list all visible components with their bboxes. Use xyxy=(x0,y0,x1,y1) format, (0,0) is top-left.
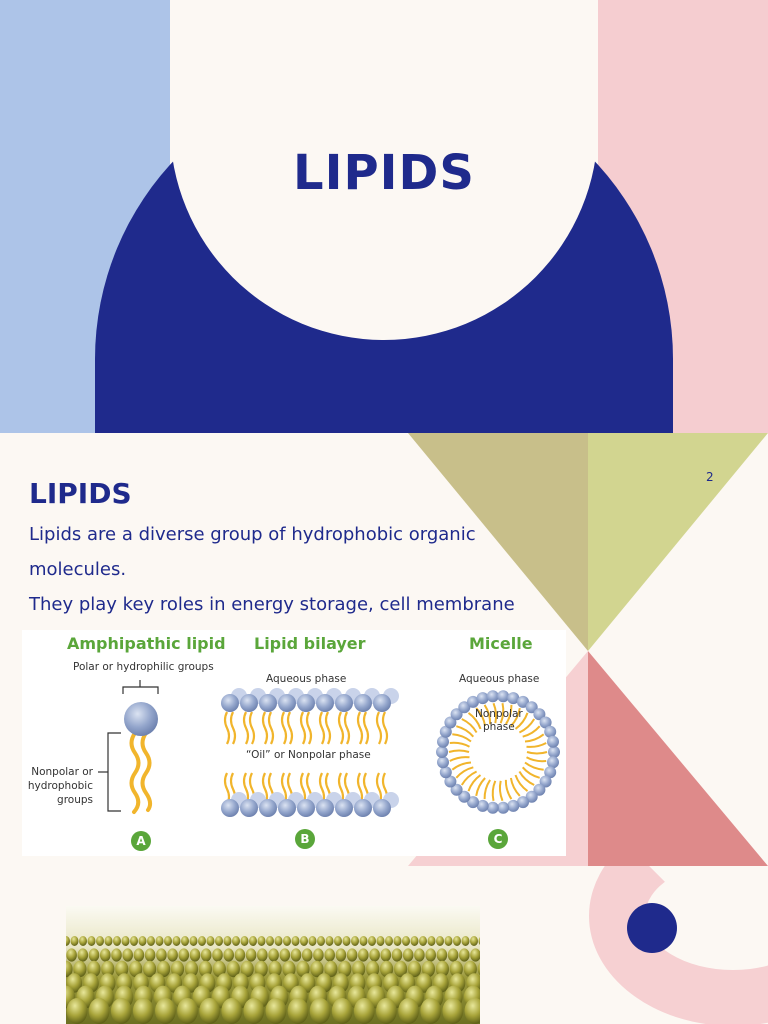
nonpolar-groups-label-line-2: hydrophobic xyxy=(27,780,93,792)
red-triangle-shape xyxy=(588,651,768,866)
navy-dot-shape xyxy=(627,903,677,953)
slide-2[interactable]: 2 LIPIDS Lipids are a diverse group of h… xyxy=(0,433,768,866)
lipid-bilayer-drawing xyxy=(221,688,399,817)
membrane-photo-drawing xyxy=(66,906,480,1024)
slide-1[interactable]: LIPIDS xyxy=(0,0,768,433)
micelle-aqueous-label: Aqueous phase xyxy=(459,673,540,685)
lipid-structures-figure: Amphipathic lipid Lipid bilayer Micelle … xyxy=(22,630,566,856)
panel-a-badge: A xyxy=(131,831,151,851)
membrane-photo xyxy=(66,906,480,1024)
panel-b-badge: B xyxy=(295,829,315,849)
bilayer-aqueous-label: Aqueous phase xyxy=(266,673,347,685)
body-paragraph: They play key roles in energy storage, c… xyxy=(29,594,515,615)
panel-b-heading: Lipid bilayer xyxy=(254,634,366,653)
micelle-drawing xyxy=(436,690,560,814)
polar-groups-label: Polar or hydrophilic groups xyxy=(73,661,214,673)
micelle-nonpolar-label-line-2: phase xyxy=(483,721,515,733)
page-number: 2 xyxy=(706,470,714,484)
lipid-structures-drawing xyxy=(98,680,560,817)
bilayer-oil-label: “Oil” or Nonpolar phase xyxy=(244,749,373,761)
tan-triangle-shape xyxy=(408,433,588,651)
body-paragraph: Lipids are a diverse group of hydrophobi… xyxy=(29,524,476,580)
green-triangle-shape xyxy=(588,433,768,651)
slide-1-title: LIPIDS xyxy=(293,145,475,201)
slide-2-body: Lipids are a diverse group of hydrophobi… xyxy=(29,517,569,622)
panel-a-heading: Amphipathic lipid xyxy=(67,634,226,653)
nonpolar-groups-label-line-3: groups xyxy=(57,794,93,806)
cream-semicircle-shape xyxy=(170,0,598,340)
nonpolar-groups-label-line-1: Nonpolar or xyxy=(31,766,93,778)
slide-3[interactable] xyxy=(0,866,768,1024)
micelle-nonpolar-label-line-1: Nonpolar xyxy=(475,708,523,720)
panel-c-badge: C xyxy=(488,829,508,849)
slide-2-title: LIPIDS xyxy=(29,477,132,510)
amphipathic-lipid-drawing xyxy=(98,680,159,814)
panel-c-heading: Micelle xyxy=(469,634,533,653)
pink-arc-shape xyxy=(589,866,768,1024)
